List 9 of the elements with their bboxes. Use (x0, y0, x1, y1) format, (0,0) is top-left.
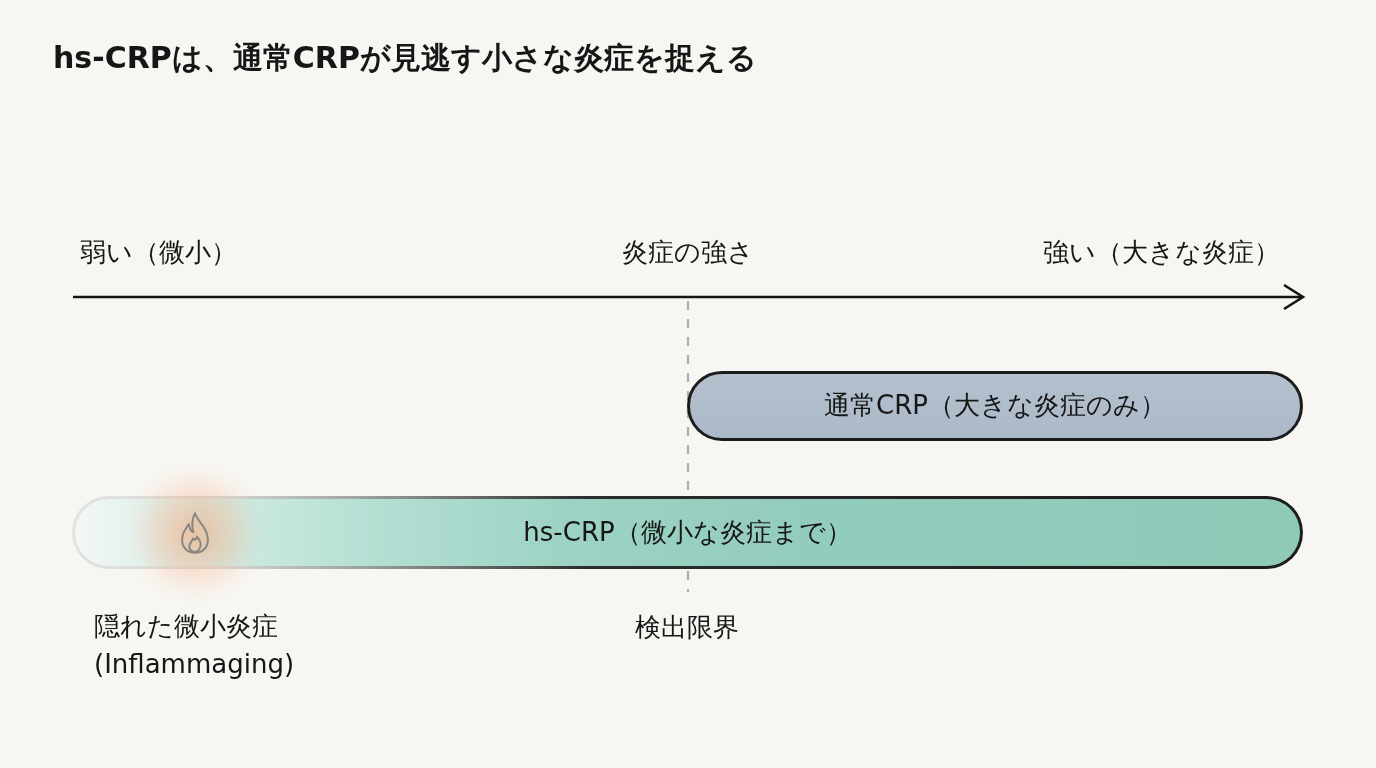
limit-label: 検出限界 (635, 611, 739, 644)
bar-label: hs-CRP（微小な炎症まで） (523, 515, 852, 549)
axis-label: 強い（大きな炎症） (1043, 236, 1280, 269)
range-bar (687, 371, 1303, 441)
annotation-label: 隠れた微小炎症(Inflammaging) (94, 610, 296, 681)
axis-label: 炎症の強さ (622, 236, 754, 269)
title: hs-CRPは、通常CRPが見逃す小さな炎症を捉える (53, 39, 757, 77)
bar-label: 通常CRP（大きな炎症のみ） (824, 389, 1166, 423)
axis-label: 弱い（微小） (80, 236, 237, 269)
